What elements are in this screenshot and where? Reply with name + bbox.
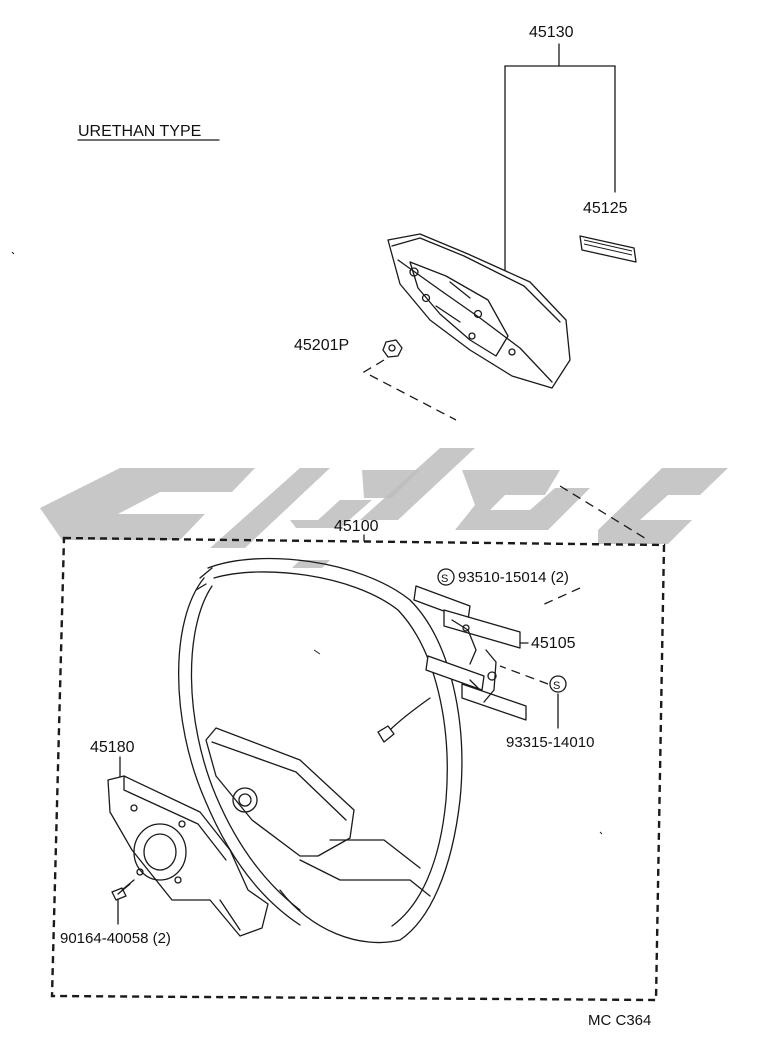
emblem-45125 [579,235,637,263]
label-45100: 45100 [334,518,379,535]
label-45201P: 45201P [294,337,349,354]
bolt-90164 [111,879,135,901]
leader-45201P [362,359,457,421]
horn-contact-45105 [413,585,527,721]
label-bolt: 90164-40058 (2) [60,930,171,947]
steering-wheel [177,557,463,944]
diagram-title: URETHAN TYPE [78,123,201,140]
label-45130: 45130 [529,24,574,41]
cover-45180 [107,775,269,937]
watermark-logo [40,448,728,568]
label-45105: 45105 [531,635,576,652]
s-symbol-upper: S [437,568,455,586]
stray-mark [599,831,603,835]
nut-45201P [382,339,403,358]
diagram-code: MC C364 [588,1012,651,1029]
bracket-45130 [504,43,616,281]
leader-s-lower [499,665,549,685]
stray-mark [11,251,15,255]
s-symbol-lower: S [549,675,567,693]
svg-text:S: S [441,573,448,585]
horn-pad [387,233,571,389]
svg-text:S: S [553,680,560,692]
label-screw-upper: 93510-15014 (2) [458,569,569,586]
leader-screw-upper [539,587,581,607]
label-45180: 45180 [90,739,135,756]
leader-assembly [559,485,649,541]
assembly-box-45100 [50,536,666,1002]
label-screw-lower: 93315-14010 [506,734,594,751]
label-45125: 45125 [583,200,628,217]
